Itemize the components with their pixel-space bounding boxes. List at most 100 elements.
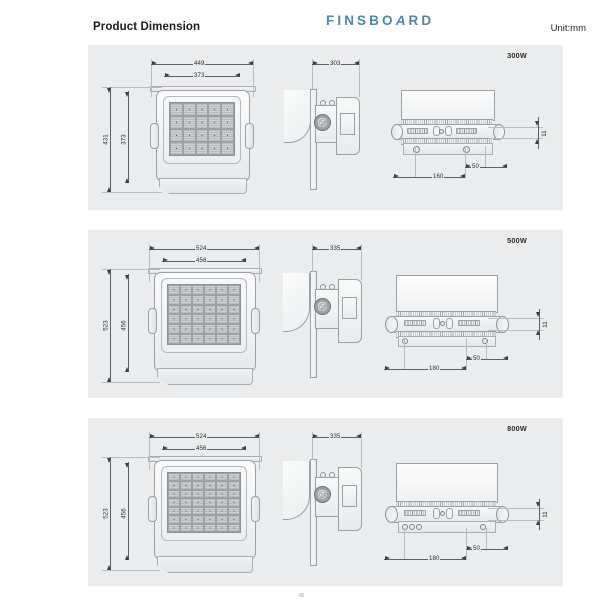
led-module — [204, 506, 216, 516]
front-right-mount-ear — [245, 123, 254, 149]
led-module — [216, 515, 228, 524]
led-module — [168, 285, 180, 295]
led-module — [168, 498, 180, 507]
unit-label: Unit:mm — [550, 23, 586, 34]
led-module — [182, 129, 196, 142]
led-module — [216, 314, 228, 325]
dim-hole-spacing-b: 50 — [472, 545, 481, 552]
led-module — [195, 103, 209, 116]
led-module — [192, 324, 204, 335]
dim-arrow — [163, 446, 168, 451]
led-module-grid — [169, 102, 235, 156]
top-vent-port — [446, 318, 453, 329]
front-left-mount-ear — [150, 123, 159, 149]
side-mounting-bracket — [284, 90, 311, 143]
led-module — [192, 334, 204, 344]
dim-arrow — [536, 330, 541, 335]
side-screw — [329, 472, 335, 478]
led-module — [204, 324, 216, 335]
led-module — [192, 489, 204, 499]
led-module — [204, 515, 216, 524]
dim-arrow — [461, 366, 466, 371]
ext-line — [102, 382, 160, 383]
led-module — [180, 473, 192, 482]
top-base-bracket — [403, 143, 493, 155]
dim-arrow — [125, 367, 130, 372]
dim-body-width: 456 — [195, 257, 208, 264]
mounting-hole — [409, 524, 415, 530]
top-base-bracket — [398, 336, 496, 347]
angle-adjust-knob — [314, 486, 331, 503]
wattage-label: 800W — [507, 424, 527, 433]
dim-arrow — [461, 556, 466, 561]
top-center-hole — [439, 129, 444, 134]
led-module — [180, 489, 192, 499]
ext-line — [312, 59, 313, 89]
mounting-hole — [413, 146, 420, 153]
dim-depth: 303 — [329, 60, 342, 67]
led-module — [208, 142, 222, 155]
dim-arrow — [107, 88, 112, 93]
led-module — [192, 304, 204, 315]
dim-arrow — [502, 164, 507, 169]
dim-arrow — [150, 434, 155, 439]
led-module — [204, 498, 216, 507]
dim-arrow — [536, 502, 541, 507]
dim-thickness: 11 — [541, 321, 549, 328]
side-view-500w — [283, 244, 369, 380]
dim-arrow — [466, 164, 471, 169]
dim-arrow — [165, 73, 170, 78]
led-module — [168, 314, 180, 325]
top-vent-port — [433, 508, 440, 519]
side-mounting-bracket — [283, 461, 310, 520]
led-module — [180, 314, 192, 325]
led-module — [216, 481, 228, 490]
dim-arrow — [313, 434, 318, 439]
front-right-mount-ear — [251, 308, 260, 334]
mounting-hole — [402, 524, 408, 530]
front-view-300w — [150, 86, 256, 194]
led-module — [192, 506, 204, 516]
dim-arrow — [385, 366, 390, 371]
dim-arrow — [394, 174, 399, 179]
led-module — [180, 506, 192, 516]
led-module — [228, 473, 240, 482]
led-module — [228, 506, 240, 516]
led-module — [182, 142, 196, 155]
dim-line-body-height — [128, 462, 129, 560]
led-module — [228, 489, 240, 499]
dim-line-overall-height — [110, 457, 111, 570]
led-module — [216, 473, 228, 482]
front-left-mount-ear — [148, 496, 157, 522]
dim-arrow — [536, 312, 541, 317]
dim-hole-spacing-a: 180 — [428, 365, 441, 372]
top-left-end-cap — [385, 316, 398, 333]
led-module — [170, 103, 183, 116]
ext-line — [404, 338, 405, 370]
top-vent-port — [433, 318, 440, 329]
ext-line — [465, 146, 466, 178]
side-view-300w — [284, 59, 368, 191]
dim-arrow — [460, 174, 465, 179]
ext-line — [488, 138, 543, 139]
side-screw — [329, 284, 335, 290]
ext-line — [404, 528, 405, 560]
ext-line — [486, 338, 487, 360]
led-module — [180, 481, 192, 490]
dim-arrow — [467, 546, 472, 551]
led-module — [182, 116, 196, 129]
dim-line-body-height — [128, 274, 129, 372]
led-module — [168, 481, 180, 490]
led-module — [216, 304, 228, 315]
top-left-end-cap — [385, 506, 398, 523]
dim-line-hole-a — [393, 177, 465, 178]
dim-arrow — [152, 61, 157, 66]
ext-line — [259, 432, 260, 470]
dim-hole-spacing-a: 180 — [428, 555, 441, 562]
led-module — [204, 314, 216, 325]
side-terminal-cover — [340, 113, 355, 135]
top-view-800w — [385, 463, 509, 558]
led-module — [228, 498, 240, 507]
led-module — [208, 129, 222, 142]
led-module — [168, 473, 180, 482]
